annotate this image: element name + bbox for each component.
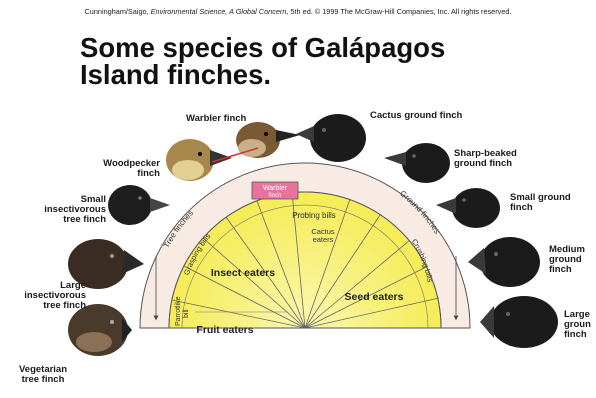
fruit-eaters-label: Fruit eaters — [196, 324, 253, 336]
small-insectivorous-tree-finch-head — [108, 185, 170, 225]
sharp-beaked-ground-finch-head — [384, 143, 450, 183]
warbler-finch-label: Warbler finch — [186, 114, 246, 124]
insect-eaters-label: Insect eaters — [211, 267, 275, 279]
seed-eaters-label: Seed eaters — [345, 291, 404, 303]
cactus-ground-finch-head — [296, 114, 366, 162]
vegetarian-tree-finch-head — [68, 304, 132, 356]
medium-ground-finch-head — [468, 237, 540, 287]
probing-bills-label: Probing bills — [292, 211, 336, 220]
warbler-box-label-1: Warbler — [263, 185, 288, 192]
cactus-ground-finch-label: Cactus ground finch — [370, 111, 462, 121]
cactus-eaters-label-2: eaters — [313, 235, 334, 244]
warbler-box-label-2: finch — [269, 193, 282, 199]
large-ground-finch-head — [480, 296, 558, 348]
warbler-finch-head — [236, 122, 300, 158]
svg-text:bill: bill — [183, 309, 190, 318]
small-ground-finch-head — [436, 188, 500, 228]
svg-text:Parrotlike: Parrotlike — [175, 296, 182, 326]
